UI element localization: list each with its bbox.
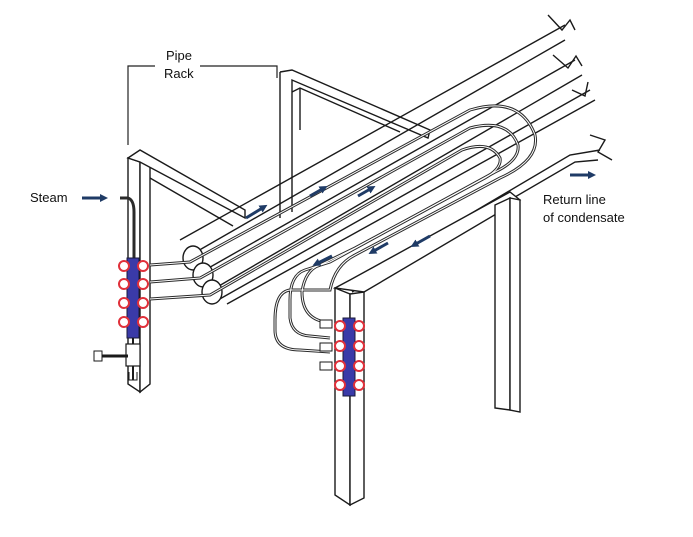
return-manifold — [319, 317, 356, 397]
flow-arrow-return-2 — [410, 234, 431, 247]
return-line-label-line2: of condensate — [543, 210, 625, 225]
flow-arrow-supply-2 — [309, 186, 328, 198]
pipe-rack-label-line2: Rack — [164, 66, 194, 81]
steam-tracer-inner — [149, 105, 537, 353]
flow-arrow-supply-1 — [245, 204, 268, 220]
return-line-label-line1: Return line — [543, 192, 606, 207]
supply-manifold — [93, 257, 141, 381]
flow-arrow-return-1 — [368, 241, 389, 254]
steam-tracer-lines — [120, 104, 538, 354]
flow-arrows — [82, 171, 596, 266]
steam-label: Steam — [30, 190, 68, 205]
return-valves — [334, 320, 365, 391]
flow-arrow-supply-3 — [357, 186, 376, 198]
rear-frame — [279, 69, 431, 218]
flow-arrow-return-3 — [312, 254, 333, 266]
pipe-rack-bracket — [127, 65, 278, 145]
supply-valves — [118, 260, 149, 328]
pipe-rack-label-line1: Pipe — [166, 48, 193, 63]
